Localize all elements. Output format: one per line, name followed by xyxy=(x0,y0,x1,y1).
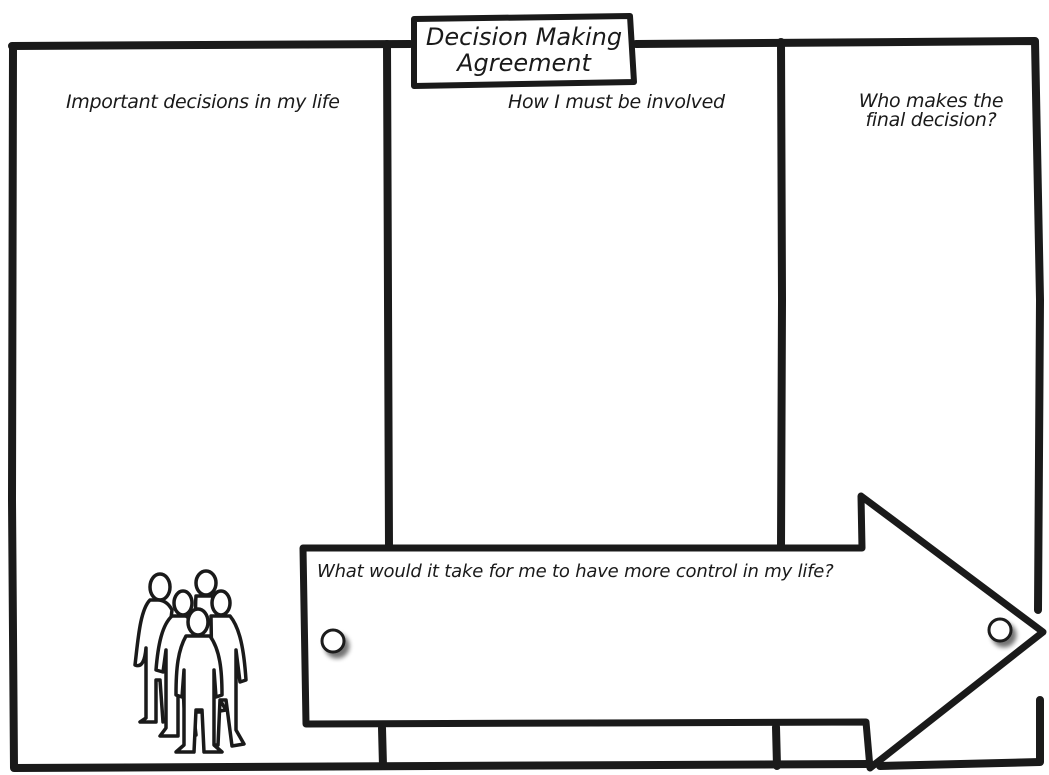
circle-marker-left xyxy=(322,630,344,652)
title-line-2: Agreement xyxy=(414,50,634,76)
circle-marker-right xyxy=(989,619,1011,641)
column-heading-important-decisions: Important decisions in my life xyxy=(66,91,340,113)
column-divider-right-lower xyxy=(776,727,777,766)
column-heading-final-decision: Who makes the final decision? xyxy=(842,92,1020,130)
column-divider-right xyxy=(781,42,782,548)
column-divider-left xyxy=(387,44,389,548)
column-heading-how-involved: How I must be involved xyxy=(508,91,725,113)
title-line-1: Decision Making xyxy=(414,24,634,50)
column-divider-left-lower xyxy=(382,728,383,766)
arrow-prompt-text: What would it take for me to have more c… xyxy=(317,561,834,582)
group-of-people-icon xyxy=(135,571,246,752)
arrow-shape xyxy=(303,496,1043,768)
final-decision-line-2: final decision? xyxy=(842,111,1020,130)
worksheet-title: Decision Making Agreement xyxy=(414,24,634,76)
